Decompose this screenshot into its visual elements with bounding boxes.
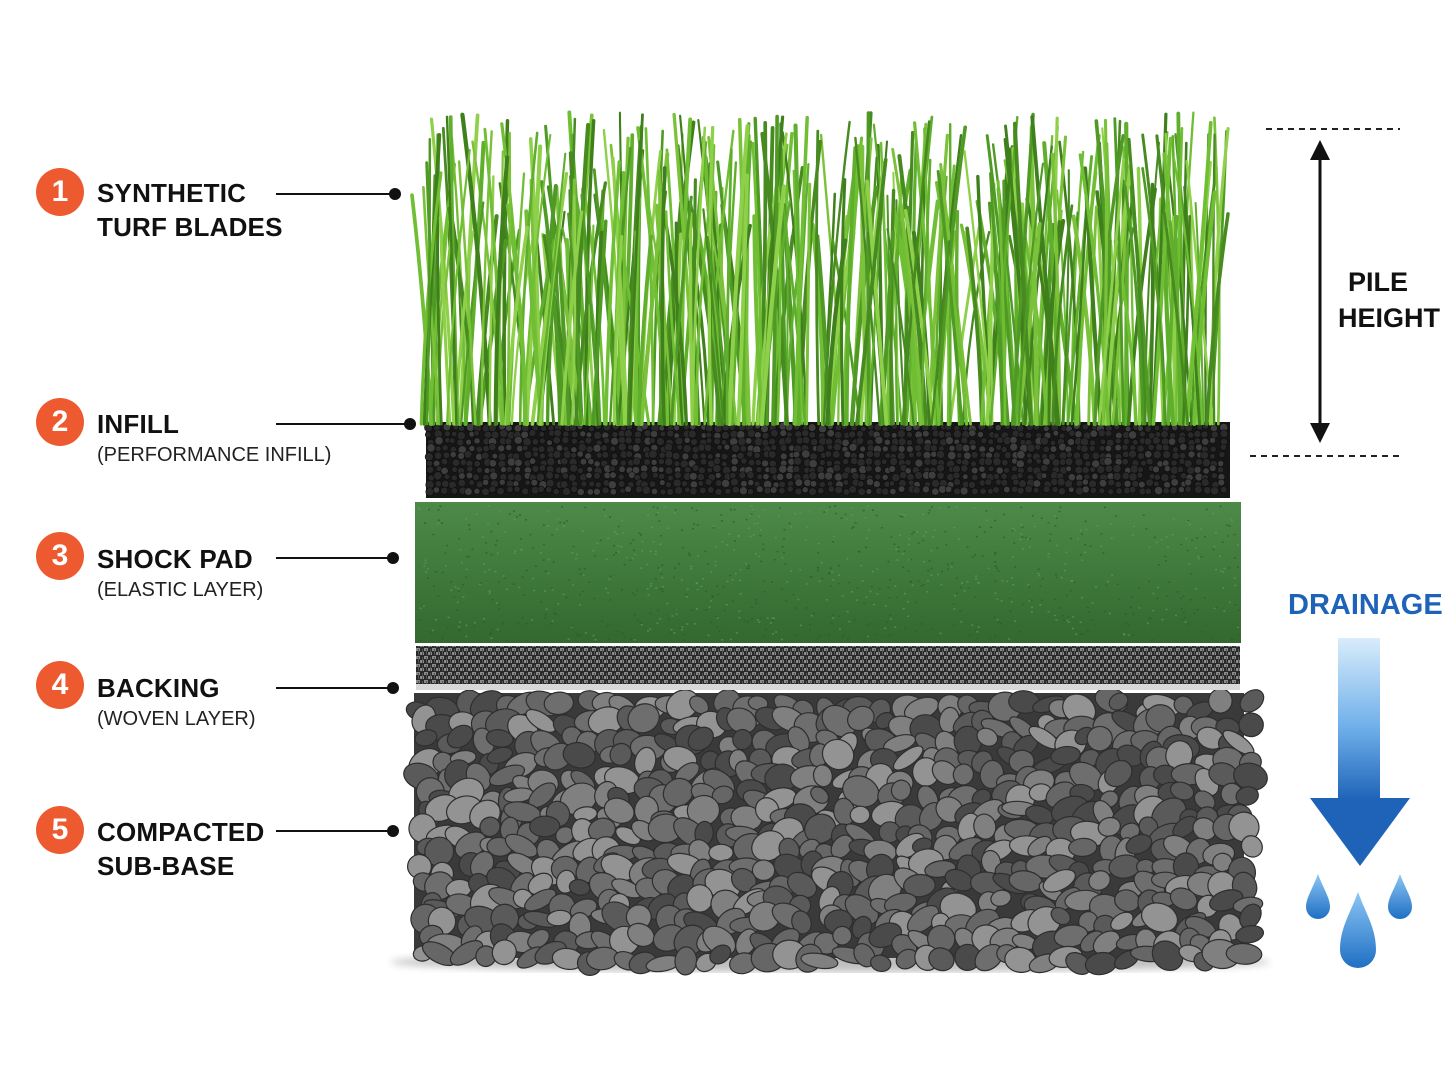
layer-1-badge: 1 <box>36 168 84 216</box>
pile-height-label: PILE HEIGHT <box>1338 264 1441 336</box>
pile-height-line-2: HEIGHT <box>1338 303 1441 333</box>
layer-1-leader-dot <box>389 188 401 200</box>
layer-3-badge: 3 <box>36 532 84 580</box>
layer-3-leader-line <box>276 557 390 559</box>
layer-5-title-line-2: SUB-BASE <box>97 851 235 881</box>
layer-2-badge: 2 <box>36 398 84 446</box>
layer-4-title: BACKING <box>97 673 220 703</box>
arrow-down-icon <box>1310 423 1330 443</box>
layer-4-leader-line <box>276 687 390 689</box>
layer-3-title: SHOCK PAD <box>97 544 253 574</box>
shock-pad-texture <box>418 505 1240 642</box>
layer-1-title-line-2: TURF BLADES <box>97 212 283 242</box>
gravel-stones <box>403 687 1268 976</box>
infill-granules <box>424 421 1229 497</box>
layer-3-leader-dot <box>387 552 399 564</box>
layer-2-leader-dot <box>404 418 416 430</box>
drainage-label: DRAINAGE <box>1288 589 1443 621</box>
layer-4-subtitle: (WOVEN LAYER) <box>97 708 256 730</box>
water-drop-icon <box>1306 874 1330 919</box>
layer-4-badge: 4 <box>36 661 84 709</box>
layer-5-leader-dot <box>387 825 399 837</box>
layer-1-title-line-1: SYNTHETIC <box>97 178 247 208</box>
layer-5-badge: 5 <box>36 806 84 854</box>
backing-edge <box>416 684 1240 690</box>
water-drop-icon <box>1340 892 1376 968</box>
layer-2-leader-line <box>276 423 406 425</box>
layer-5-title-line-1: COMPACTED <box>97 817 265 847</box>
backing-layer <box>416 646 1240 686</box>
pile-height-line-1: PILE <box>1348 267 1409 297</box>
layer-1-leader-line <box>276 193 392 195</box>
layer-3-subtitle: (ELASTIC LAYER) <box>97 579 264 601</box>
layer-4-leader-dot <box>387 682 399 694</box>
layer-2-subtitle: (PERFORMANCE INFILL) <box>97 444 332 466</box>
layer-5-leader-line <box>276 830 390 832</box>
shock-pad-layer <box>415 502 1241 643</box>
drainage-arrow-head-icon <box>1310 798 1410 866</box>
water-drop-icon <box>1388 874 1412 919</box>
arrow-up-icon <box>1310 140 1330 160</box>
turf-blades <box>410 110 1230 427</box>
layer-2-title: INFILL <box>97 409 180 439</box>
drainage-arrow-shaft <box>1338 638 1380 800</box>
